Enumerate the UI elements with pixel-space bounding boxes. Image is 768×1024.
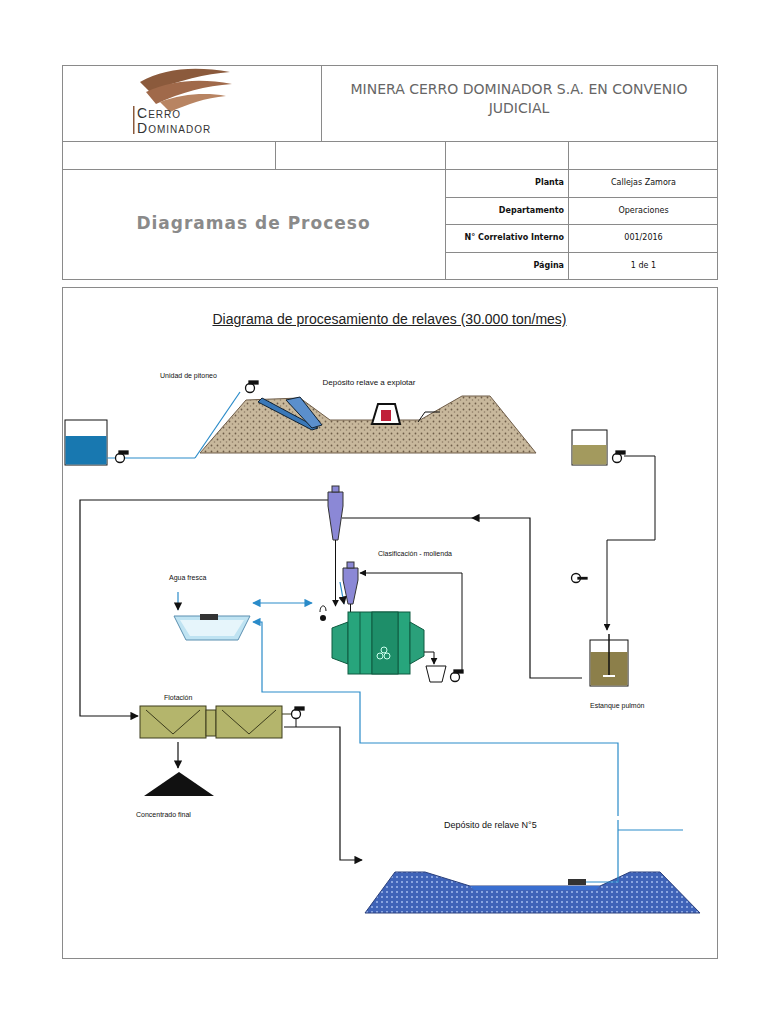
node-label: Depósito de relave N°5 (444, 820, 537, 830)
fresh-water-pond: Agua fresca (165, 570, 253, 642)
flotation-unit: Flotación (138, 694, 284, 742)
buffer-tank: Estanque pulmón (582, 632, 658, 716)
table-label: Departamento (447, 206, 564, 215)
document-title: Diagramas de Proceso (62, 213, 445, 233)
flow-connector (177, 742, 178, 768)
flow-connector (253, 602, 312, 603)
slurry-tank (572, 430, 655, 630)
diagram-frame (63, 288, 718, 959)
table-value: Operaciones (570, 206, 717, 215)
pump-pipe (296, 718, 297, 727)
node-label: Agua fresca (169, 574, 206, 581)
flotation-cells (140, 706, 291, 738)
header-title: MINERA CERRO DOMINADOR S.A. EN CONVENIO … (345, 80, 693, 118)
buffer-tank (590, 634, 628, 686)
flow-connector (80, 500, 312, 716)
flow-connector (253, 622, 618, 816)
table-label: N° Correlativo Interno (447, 233, 564, 242)
diagram-title: Diagrama de procesamiento de relaves (30… (62, 311, 717, 327)
tailings-pile (200, 396, 536, 453)
water-tank (65, 392, 240, 465)
table-value: Callejas Zamora (570, 178, 717, 187)
grinding-unit: Clasificación - molienda (312, 486, 472, 684)
table-value: 001/2016 (570, 233, 717, 242)
table-label: Planta (447, 178, 564, 187)
header-table (62, 65, 718, 280)
water-pond (174, 592, 250, 640)
table-value: 1 de 1 (570, 261, 717, 270)
final-concentrate: Concentrado final (130, 768, 230, 826)
tailings-dam: Depósito de relave N°5 (362, 816, 702, 916)
grinding-circuit (312, 486, 472, 682)
logo-text: DOMINADOR (137, 120, 211, 136)
node-label: Concentrado final (136, 811, 191, 818)
logo-text: CERRO (137, 105, 181, 121)
node-label: Depósito relave a explotar (200, 378, 538, 387)
tailings-deposit: Depósito relave a explotar (200, 376, 538, 454)
table-label: Página (447, 261, 564, 270)
tailings-dam (365, 820, 700, 913)
flow-connector (284, 727, 362, 860)
unit-label: Unidad de pitoneo (160, 372, 217, 379)
concentrate-pile (144, 772, 214, 796)
flow-connector (472, 518, 582, 678)
node-label: Flotación (164, 694, 192, 701)
pump-symbol (116, 381, 626, 719)
node-label: Clasificación - molienda (378, 550, 452, 557)
node-label: Estanque pulmón (590, 702, 644, 709)
